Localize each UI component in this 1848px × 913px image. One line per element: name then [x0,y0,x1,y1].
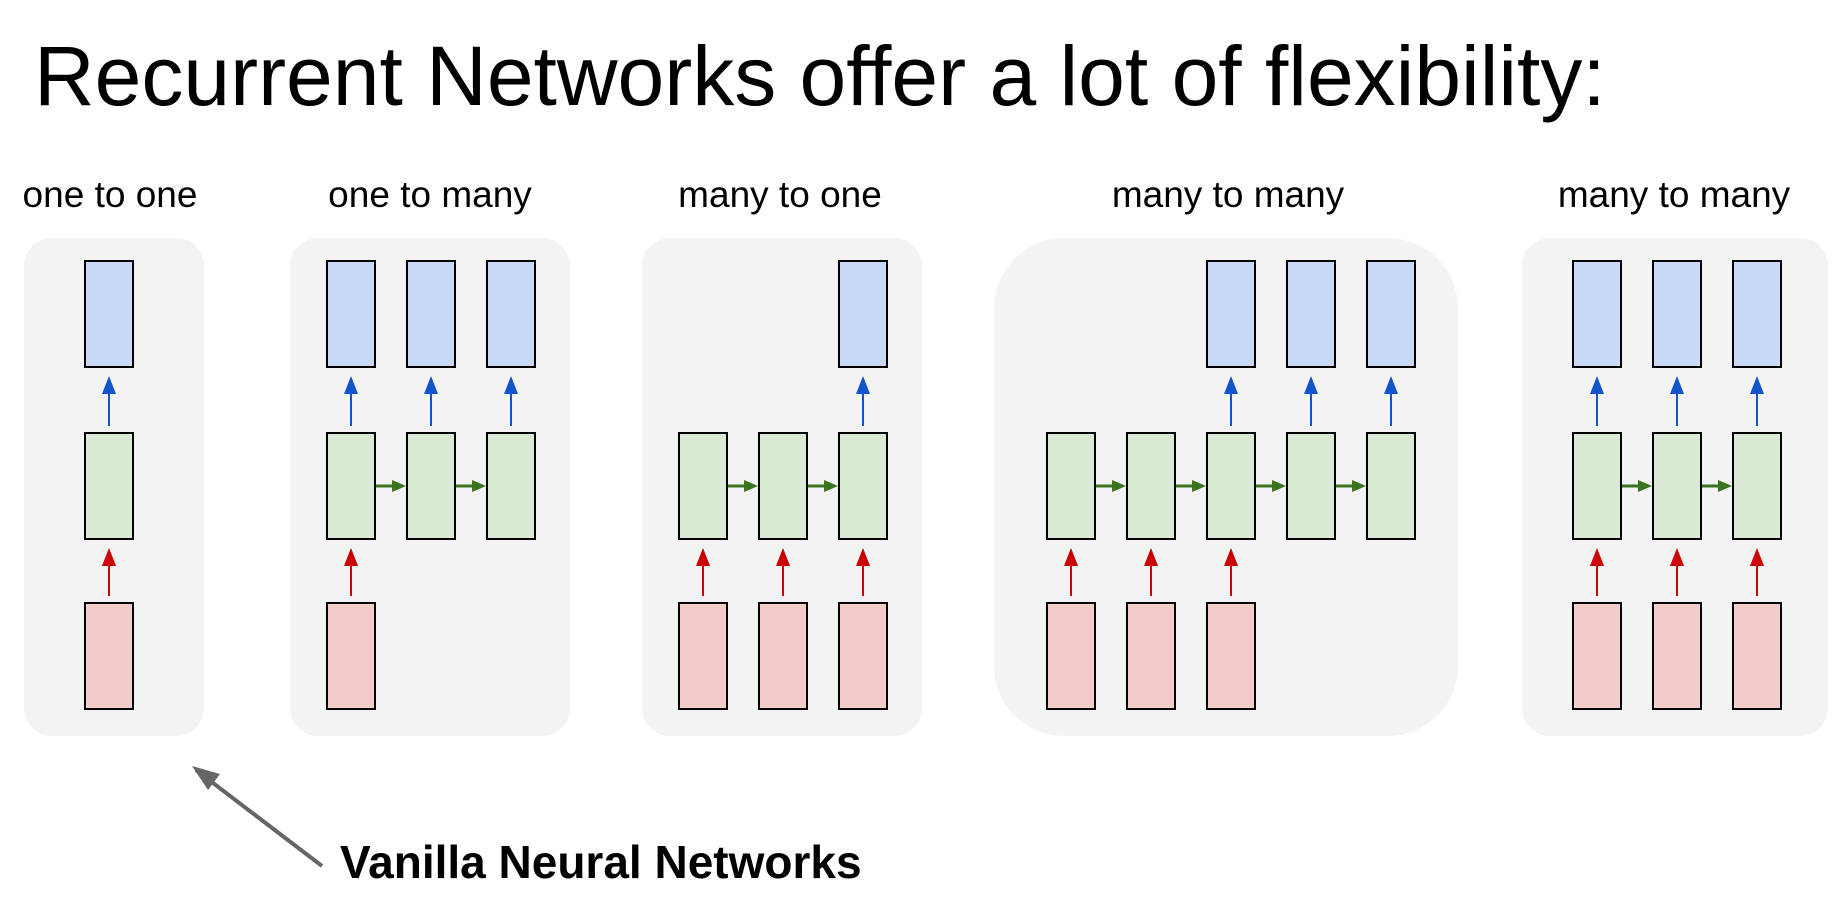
output-box [1572,260,1622,368]
diagram-label: many to many [1111,174,1345,215]
input-box [326,602,376,710]
hidden-box [486,432,536,540]
hidden-box [1286,432,1336,540]
hidden-box [406,432,456,540]
output-box [486,260,536,368]
input-box [678,602,728,710]
hidden-box [1366,432,1416,540]
vanilla-caption: Vanilla Neural Networks [340,836,862,888]
hidden-box [758,432,808,540]
output-box [1732,260,1782,368]
output-box [406,260,456,368]
input-box [1652,602,1702,710]
hidden-box [1652,432,1702,540]
output-box [326,260,376,368]
hidden-box [1206,432,1256,540]
input-box [838,602,888,710]
hidden-box [326,432,376,540]
input-box [758,602,808,710]
slide-title: Recurrent Networks offer a lot of flexib… [34,29,1606,123]
vanilla-pointer-arrowhead [192,766,220,790]
diagram-label: one to many [328,174,532,215]
output-box [1206,260,1256,368]
output-box [1286,260,1336,368]
diagram-label: many to one [678,174,882,215]
hidden-box [84,432,134,540]
hidden-box [838,432,888,540]
diagram-label: many to many [1557,174,1791,215]
output-box [1652,260,1702,368]
input-box [1572,602,1622,710]
output-box [1366,260,1416,368]
input-box [1046,602,1096,710]
input-box [1126,602,1176,710]
input-box [84,602,134,710]
hidden-box [1046,432,1096,540]
hidden-box [678,432,728,540]
hidden-box [1572,432,1622,540]
hidden-box [1732,432,1782,540]
diagram-label: one to one [22,174,198,215]
output-box [838,260,888,368]
output-box [84,260,134,368]
vanilla-pointer-arrow [194,768,324,868]
input-box [1206,602,1256,710]
hidden-box [1126,432,1176,540]
input-box [1732,602,1782,710]
